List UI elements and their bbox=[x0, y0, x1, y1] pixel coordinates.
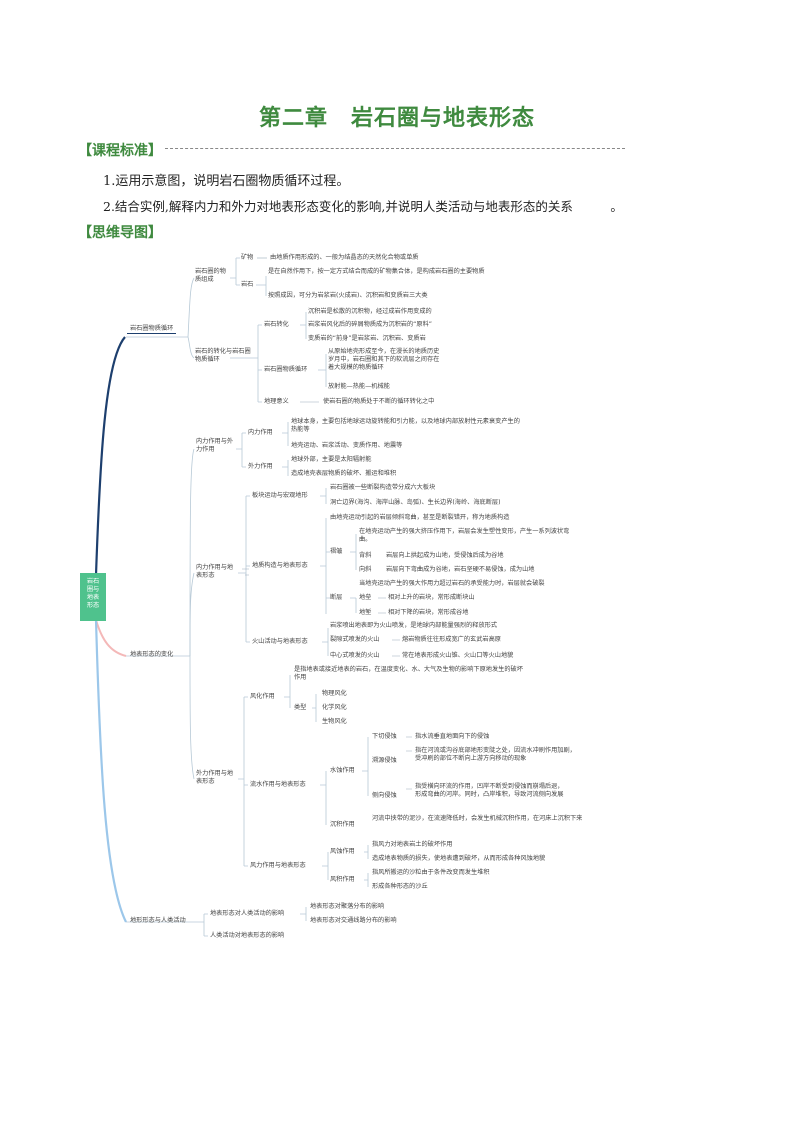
node-syncline: 向斜 bbox=[359, 566, 372, 573]
text-weathering-def: 是指地表或接近地表的岩石，在温度变化、水、大气及生物的影响下原地发生的破坏作用 bbox=[294, 666, 523, 681]
text-wind-deposition-1: 指风所搬运的沙粒由于条件改变而发生堆积 bbox=[372, 869, 490, 876]
text-fault-def: 当地壳运动产生的强大作用力超过岩石的承受能力时，岩层就会破裂 bbox=[359, 580, 545, 587]
node-internal-force: 内力作用 bbox=[248, 429, 273, 436]
branch-rock-cycle: 岩石圈物质循环 bbox=[127, 325, 177, 334]
text-internal-source: 地球本身，主要包括地球运动旋转能和引力能，以及地球内部放射性元素衰变产生的热能等 bbox=[291, 418, 520, 433]
text-wind-erosion-2: 造成地表物质的损失，使地表遭到破坏，从而形成各种风蚀地貌 bbox=[372, 855, 546, 862]
node-graben: 地堑 bbox=[359, 609, 372, 616]
text-transport: 地表形态对交通线路分布的影响 bbox=[310, 917, 397, 924]
node-inner-outer: 内力作用与外力作用 bbox=[196, 438, 234, 453]
node-wind-erosion: 风蚀作用 bbox=[330, 848, 355, 855]
text-horst: 相对上升的岩块，常形成断块山 bbox=[388, 594, 475, 601]
text-anticline: 岩层向上拱起成为山地，受侵蚀后成为谷地 bbox=[386, 552, 504, 559]
standard-item-2: 2.结合实例,解释内力和外力对地表形态变化的影响,并说明人类活动与地表形态的关系… bbox=[103, 199, 623, 214]
text-rock-types: 按照成因，可分为岩浆岩(火成岩)、沉积岩和变质岩三大类 bbox=[268, 292, 428, 299]
text-settlement: 地表形态对聚落分布的影响 bbox=[310, 903, 385, 910]
node-downcutting: 下切侵蚀 bbox=[372, 733, 397, 740]
node-volcanic: 火山活动与地表形态 bbox=[252, 638, 308, 645]
node-rock-conversion: 岩石转化 bbox=[264, 321, 289, 328]
text-external-source: 地球外部，主要是太阳辐射能 bbox=[291, 456, 372, 463]
node-central-volcano: 中心式喷发的火山 bbox=[330, 652, 380, 659]
node-rock-conversion-cycle: 岩石的转化与岩石圈物质循环 bbox=[195, 348, 251, 363]
node-biological-weathering: 生物风化 bbox=[322, 718, 347, 725]
node-weathering: 风化作用 bbox=[250, 693, 275, 700]
node-water-erosion: 水蚀作用 bbox=[330, 767, 355, 774]
text-downcutting: 指水流垂直地面向下的侵蚀 bbox=[415, 733, 490, 740]
section-heading-standard: 【课程标准】 bbox=[78, 143, 162, 159]
text-mineral-def: 由地质作用形成的、一般为结晶态的天然化合物或单质 bbox=[270, 254, 419, 261]
node-weathering-types: 类型 bbox=[294, 704, 307, 711]
text-conversion-3: 变质岩的“前身”是岩浆岩、沉积岩、变质岩 bbox=[308, 335, 426, 342]
text-lateral: 指受横向环流的作用，凹岸不断受到侵蚀而崩塌后退，形成弯曲的河岸。同时，凸岸堆积，… bbox=[415, 783, 564, 798]
node-fissure-volcano: 裂隙式喷发的火山 bbox=[330, 636, 380, 643]
text-external-effect: 造成地壳表层物质的破坏、搬运和堆积 bbox=[291, 470, 397, 477]
page-title: 第二章 岩石圈与地表形态 bbox=[258, 106, 535, 131]
text-syncline: 岩层向下弯曲成为谷地，岩石坚硬不易侵蚀，成为山地 bbox=[386, 566, 535, 573]
text-wind-deposition-2: 形成各种形态的沙丘 bbox=[372, 883, 428, 890]
section-heading-mindmap: 【思维导图】 bbox=[78, 225, 162, 241]
text-headward: 指在河流或沟谷底部地形变陡之处，因流水冲刷作用加剧，受冲刷的部位不断向上游方向移… bbox=[415, 747, 576, 762]
node-material-cycle: 岩石圈物质循环 bbox=[264, 366, 308, 373]
text-rock-def: 是在自然作用下，按一定方式结合而成的矿物集合体，是构成岩石圈的主要物质 bbox=[268, 268, 485, 275]
text-cycle-energy: 放射能—热能—机械能 bbox=[328, 383, 390, 390]
text-fissure-volcano: 熔岩物质往往形成宽广的玄武岩高原 bbox=[402, 636, 501, 643]
node-geologic-structure: 地质构造与地表形态 bbox=[252, 562, 308, 569]
mindmap-root: 岩石圈与地表形态 bbox=[80, 573, 106, 621]
text-conversion-2: 岩浆岩风化后的碎屑物质成为沉积岩的“原料” bbox=[308, 321, 432, 328]
text-geo-significance: 使岩石圈的物质处于不断的循环转化之中 bbox=[323, 398, 435, 405]
text-plate-1: 岩石圈被一些断裂构造带分成六大板块 bbox=[330, 484, 436, 491]
node-external-landform: 外力作用与地表形态 bbox=[196, 770, 234, 785]
text-cycle-desc: 从原始地壳形成至今，在漫长的地质历史岁月中，岩石圈和其下的软流层之间存在着大规模… bbox=[328, 348, 440, 371]
text-volcanic-def: 岩浆喷出地表即为火山喷发，是地球内部能量强烈的释放形式 bbox=[330, 622, 498, 629]
node-wind-deposition: 风积作用 bbox=[330, 876, 355, 883]
node-landform-on-human: 地表形态对人类活动的影响 bbox=[210, 910, 285, 917]
node-rock: 岩石 bbox=[241, 281, 254, 288]
node-fold: 褶皱 bbox=[330, 548, 343, 555]
node-rock-composition: 岩石圈的物质组成 bbox=[195, 268, 226, 283]
standard-item-1: 1.运用示意图，说明岩石圈物质循环过程。 bbox=[103, 174, 350, 189]
text-deposition: 河流中挟带的泥沙，在流速降低时，会发生机械沉积作用，在河床上沉积下来 bbox=[372, 815, 583, 822]
node-external-force: 外力作用 bbox=[248, 463, 273, 470]
node-lateral: 侧向侵蚀 bbox=[372, 792, 397, 799]
text-structure-def: 由地壳运动引起的岩层倾斜弯曲，甚至是断裂错开，称为地质构造 bbox=[330, 514, 510, 521]
node-horst: 地垒 bbox=[359, 594, 372, 601]
text-wind-erosion-1: 指风力对地表岩土的破坏作用 bbox=[372, 841, 453, 848]
text-central-volcano: 常在地表形成火山锥、火山口等火山地貌 bbox=[402, 652, 514, 659]
text-graben: 相对下降的岩块，常形成谷地 bbox=[388, 609, 469, 616]
node-internal-landform: 内力作用与地表形态 bbox=[196, 564, 234, 579]
branch-surface-change: 地表形态的变化 bbox=[130, 651, 174, 658]
text-plate-2: 洞亡边界(海沟、海岸山脉、岛弧)、生长边界(海岭、海底断层) bbox=[330, 499, 501, 506]
node-fluvial: 流水作用与地表形态 bbox=[250, 781, 306, 788]
node-fault: 断层 bbox=[330, 594, 343, 601]
node-plate-movement: 板块运动与宏观地形 bbox=[252, 492, 308, 499]
text-conversion-1: 沉积岩是松散的沉积物，经过成岩作用变成的 bbox=[308, 308, 432, 315]
node-deposition: 沉积作用 bbox=[330, 821, 355, 828]
node-physical-weathering: 物理风化 bbox=[322, 690, 347, 697]
node-anticline: 背斜 bbox=[359, 552, 372, 559]
dashed-divider bbox=[165, 148, 625, 149]
text-fold-def: 在地壳运动产生的强大挤压作用下，岩层会发生塑性变形，产生一系列波状弯曲。 bbox=[359, 528, 570, 543]
text-internal-forms: 地壳运动、岩浆活动、变质作用、地震等 bbox=[291, 442, 403, 449]
branch-human-activity: 地形形态与人类活动 bbox=[130, 917, 186, 924]
node-aeolian: 风力作用与地表形态 bbox=[250, 862, 306, 869]
node-chemical-weathering: 化学风化 bbox=[322, 704, 347, 711]
node-human-on-landform: 人类活动对地表形态的影响 bbox=[210, 932, 285, 939]
node-headward: 溯源侵蚀 bbox=[372, 757, 397, 764]
node-mineral: 矿物 bbox=[241, 254, 254, 261]
node-geo-significance: 地理意义 bbox=[264, 398, 289, 405]
